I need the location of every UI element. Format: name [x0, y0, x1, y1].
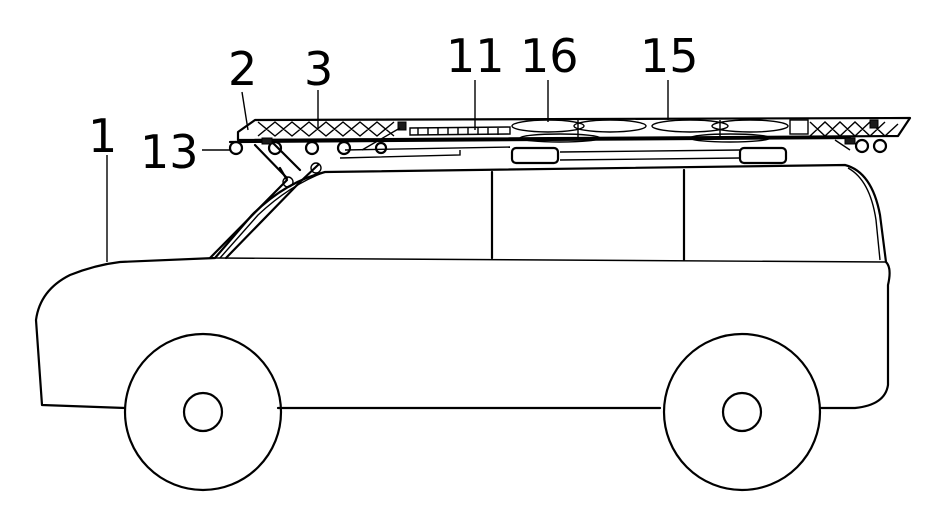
label-16: 16 [520, 29, 579, 83]
label-13: 13 [140, 125, 199, 179]
roof-rack [230, 118, 910, 163]
label-1: 1 [88, 109, 117, 163]
label-11: 11 [446, 29, 505, 83]
label-2: 2 [228, 42, 257, 96]
support-arm [210, 140, 321, 258]
front-wheel [125, 334, 281, 490]
rear-wheel [664, 334, 820, 490]
vehicle-body [36, 165, 890, 408]
label-15: 15 [640, 29, 699, 83]
label-3: 3 [304, 42, 333, 96]
